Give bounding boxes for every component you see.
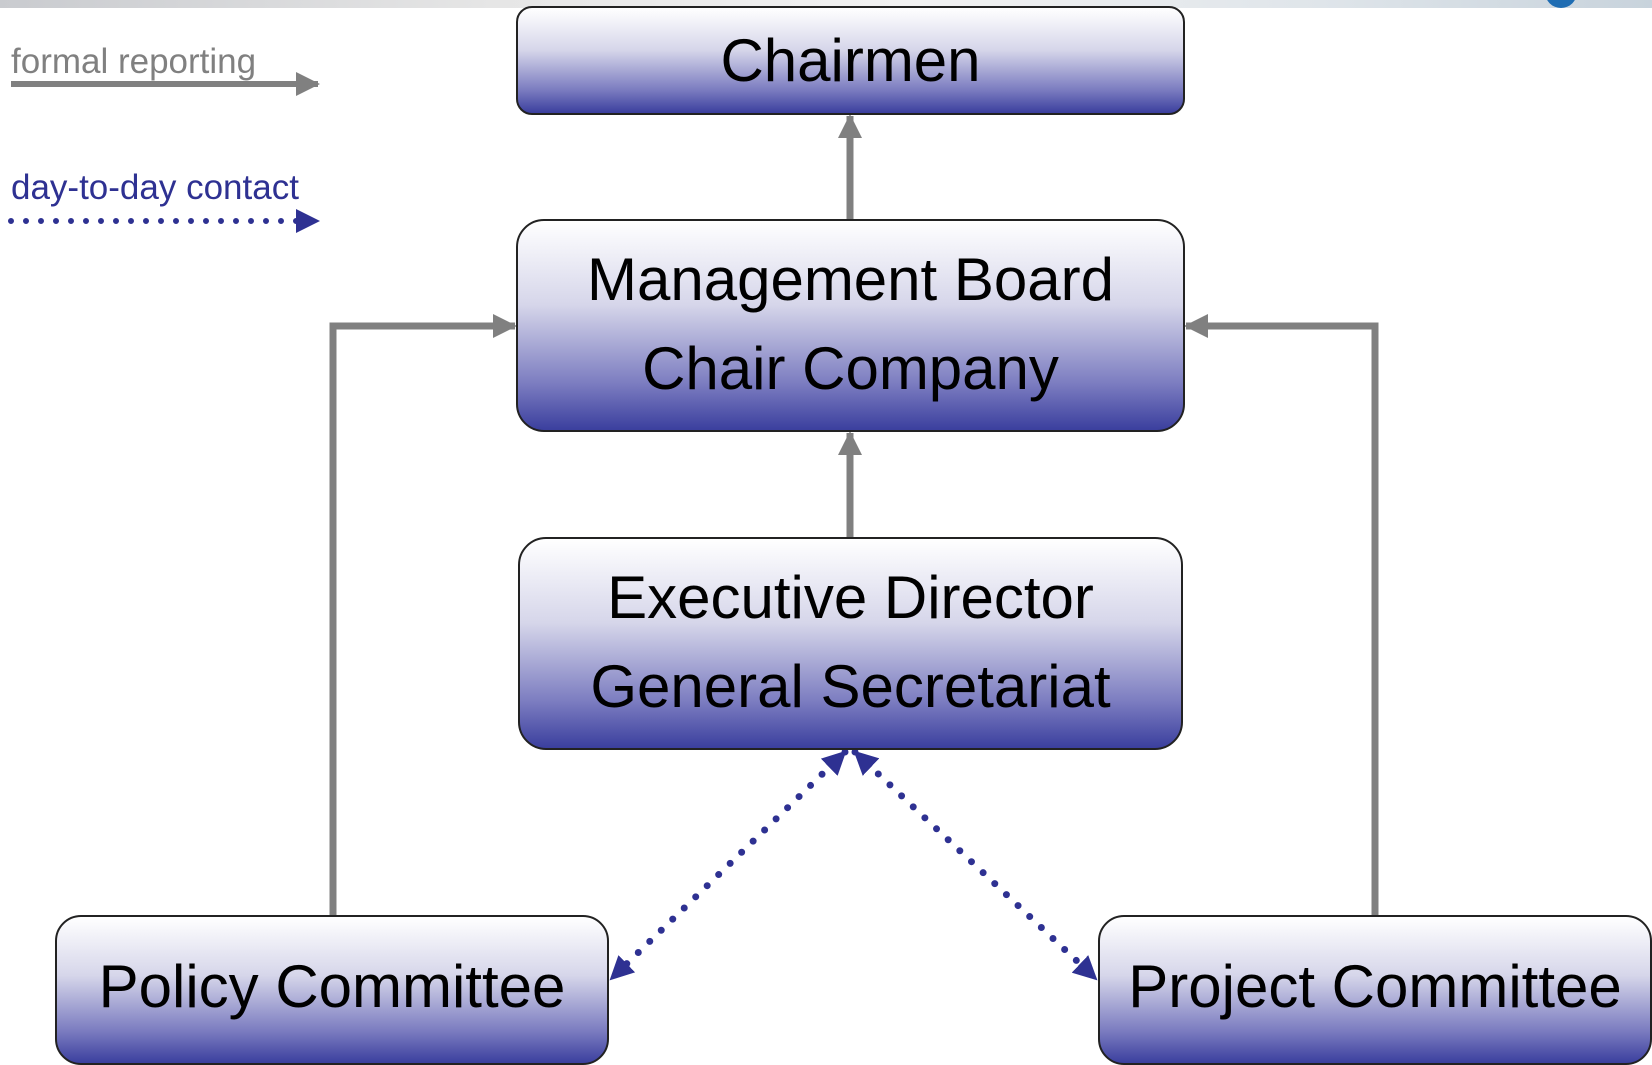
general-secretariat-label: General Secretariat	[590, 653, 1111, 721]
management-board-label: Management Board	[587, 245, 1114, 313]
management-board-box: Management Board Chair Company	[516, 219, 1185, 432]
chair-company-label: Chair Company	[642, 335, 1059, 403]
legend-day-to-day-contact-label: day-to-day contact	[11, 168, 299, 207]
corner-logo-icon	[1545, 0, 1577, 8]
chairmen-label: Chairmen	[720, 26, 981, 94]
chairmen-box: Chairmen	[516, 6, 1185, 115]
executive-director-label: Executive Director	[607, 563, 1094, 631]
exec-policy-contact-arrow	[607, 748, 849, 983]
legend-formal-reporting-label: formal reporting	[11, 42, 257, 81]
policy-committee-label: Policy Committee	[98, 953, 566, 1020]
top-banner-strip	[0, 0, 1652, 8]
project-committee-box: Project Committee	[1098, 915, 1652, 1065]
policy-to-mgmt-arrow	[329, 314, 517, 915]
executive-director-box: Executive Director General Secretariat	[518, 537, 1183, 750]
project-committee-label: Project Committee	[1128, 953, 1622, 1020]
policy-committee-box: Policy Committee	[55, 915, 609, 1065]
exec-project-contact-arrow	[851, 748, 1100, 983]
project-to-mgmt-arrow	[1184, 314, 1379, 915]
